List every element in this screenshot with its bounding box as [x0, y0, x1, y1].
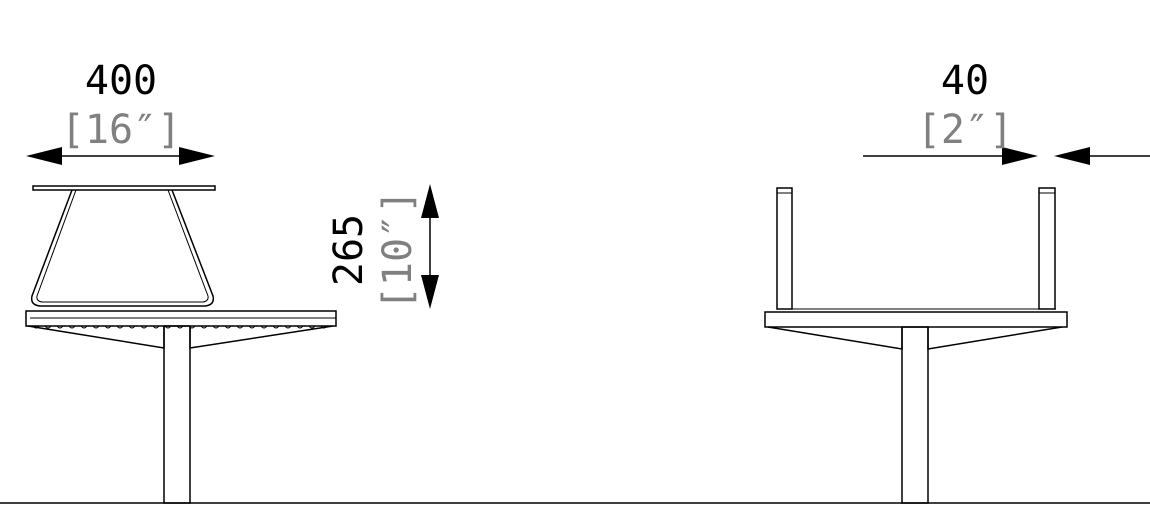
tread-bump — [224, 325, 232, 329]
tread-bump — [212, 325, 220, 329]
tread-bump — [140, 325, 148, 329]
tread-bump — [308, 325, 316, 329]
tread-bump — [44, 325, 52, 329]
tread-bump — [200, 325, 208, 329]
tread-bump — [128, 325, 136, 329]
height-imperial: [10″] — [375, 190, 421, 310]
right-upright-right — [1038, 187, 1056, 310]
tread-bump — [32, 325, 40, 329]
tread-bump — [80, 325, 88, 329]
width-dimension: 400 [16″] — [26, 58, 215, 165]
width-arrow-left — [26, 147, 62, 165]
gap-value: 40 — [941, 58, 989, 104]
gap-dimension: 40 [2″] — [863, 58, 1150, 165]
tread-bump — [164, 325, 172, 329]
tread-bump — [236, 325, 244, 329]
gap-imperial: [2″] — [917, 107, 1013, 153]
tread-bump — [248, 325, 256, 329]
tread-bump — [320, 325, 328, 329]
tread-bump — [176, 325, 184, 329]
left-wire-frame-outer — [30, 189, 215, 307]
tread-bump — [92, 325, 100, 329]
left-elevation-view — [25, 185, 337, 504]
tread-bump — [152, 325, 160, 329]
height-arrow-up — [421, 184, 439, 218]
width-imperial: [16″] — [61, 107, 181, 153]
left-wire-frame-inner — [36, 189, 209, 303]
left-seat-top — [32, 185, 216, 191]
tread-bump — [56, 325, 64, 329]
tread-bump — [284, 325, 292, 329]
height-dimension: 265 [10″] — [326, 184, 439, 310]
left-tread-bumps — [32, 325, 328, 329]
tread-bump — [188, 325, 196, 329]
left-bracket — [27, 325, 334, 349]
gap-arrow-left — [1054, 147, 1090, 165]
tread-bump — [68, 325, 76, 329]
tread-bump — [104, 325, 112, 329]
right-bracket — [767, 326, 1063, 350]
width-arrow-right — [179, 147, 215, 165]
right-platform — [764, 311, 1068, 328]
width-value: 400 — [85, 58, 157, 104]
tread-bump — [116, 325, 124, 329]
left-post — [163, 325, 191, 504]
gap-arrow-right — [1002, 147, 1038, 165]
right-elevation-view — [764, 187, 1068, 504]
right-upright-left — [776, 187, 793, 310]
height-value: 265 — [326, 214, 372, 286]
right-post — [901, 326, 929, 504]
tread-bump — [296, 325, 304, 329]
tread-bump — [260, 325, 268, 329]
tread-bump — [272, 325, 280, 329]
height-arrow-down — [421, 275, 439, 309]
